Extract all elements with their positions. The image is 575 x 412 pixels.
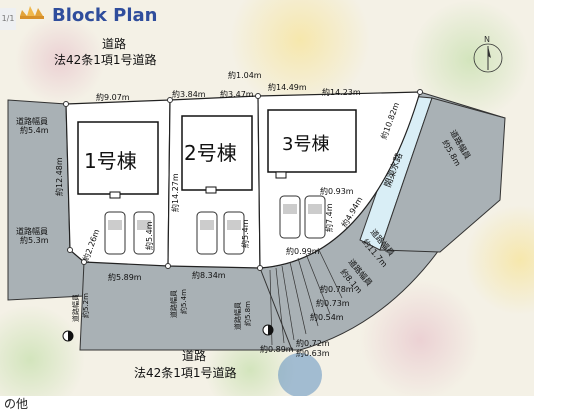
road-width-bottom-c-val: 約5.8m (243, 301, 252, 326)
dim-top5: 約14.49m (268, 82, 307, 92)
footer-text: の他 (0, 396, 575, 412)
dim-park2: 約5.4m (240, 219, 250, 248)
car-icon (279, 195, 301, 239)
car-icon (223, 211, 245, 255)
dim-mid-depth: 約14.27m (170, 173, 180, 212)
survey-points (63, 89, 423, 271)
road-width-left-top: 道路幅員 (16, 116, 48, 126)
dim-top6: 約14.23m (322, 87, 361, 97)
dim-bottom1: 約5.89m (108, 272, 142, 282)
utility-pole-icon (262, 324, 274, 336)
bg-blob (15, 15, 105, 105)
dim-top3: 約3.47m (220, 89, 254, 99)
road-width-bottom-c: 道路幅員 (233, 302, 242, 330)
bottom-road-type: 法42条1項1号道路 (134, 365, 237, 380)
bg-blob (0, 305, 85, 412)
corner-lines (269, 247, 343, 346)
logo-icon (20, 6, 44, 19)
house-1-footprint (77, 121, 159, 195)
road-width-bottom-a-val: 約5.2m (81, 293, 90, 318)
page-title: Block Plan (52, 5, 158, 26)
utility-pole-icon (62, 330, 74, 342)
top-road-type: 法42条1項1号道路 (54, 52, 157, 67)
dim-c6: 約0.73m (316, 298, 350, 308)
north-label: N (484, 35, 490, 44)
right-margin (534, 0, 575, 412)
dim-top2: 約3.84m (172, 89, 206, 99)
dim-c1: 約0.93m (320, 186, 354, 196)
dim-c10: 約0.89m (260, 344, 294, 354)
road-width-bottom-a: 道路幅員 (71, 294, 80, 322)
dim-c4: 約0.99m (286, 246, 320, 256)
dim-park1: 約5.4m (144, 221, 154, 250)
dim-c3: 約7.4m (324, 203, 334, 232)
dim-c5: 約0.78m (320, 284, 354, 294)
house-1-label: 1号棟 (84, 149, 137, 173)
top-road-name: 道路 (102, 36, 126, 51)
road-width-bottom-b: 道路幅員 (169, 290, 178, 318)
dim-c7: 約0.54m (310, 312, 344, 322)
road-width-left-mid: 道路幅員 (16, 226, 48, 236)
dim-c9: 約0.63m (296, 348, 330, 358)
dim-top1: 約9.07m (96, 92, 130, 102)
house-2-footprint (181, 115, 253, 191)
road-width-left-mid-val: 約5.3m (20, 235, 49, 245)
north-arrow-icon (473, 43, 503, 73)
bg-blob (278, 353, 322, 397)
house-3-footprint (267, 109, 357, 173)
car-icon (304, 195, 326, 239)
mailbox-icon (275, 171, 287, 179)
page-indicator: 1/1 (0, 8, 16, 30)
car-icon (196, 211, 218, 255)
dim-c8: 約0.72m (296, 338, 330, 348)
dim-bottom2: 約8.34m (192, 270, 226, 280)
car-icon (104, 211, 126, 255)
road-width-left-top-val: 約5.4m (20, 125, 49, 135)
dim-top4: 約1.04m (228, 70, 262, 80)
bg-blob (360, 280, 480, 400)
right-top-road (379, 97, 506, 253)
car-icon (133, 211, 155, 255)
house-2-label: 2号棟 (184, 141, 237, 165)
road-width-bottom-b-val: 約5.4m (179, 289, 188, 314)
bottom-road-name: 道路 (182, 348, 206, 363)
bg-blob (230, 0, 370, 110)
mailbox-icon (109, 191, 121, 199)
dim-left-depth: 約12.48m (54, 157, 64, 196)
bg-blob (410, 0, 530, 120)
house-3-label: 3号棟 (282, 134, 329, 155)
mailbox-icon (205, 186, 217, 194)
